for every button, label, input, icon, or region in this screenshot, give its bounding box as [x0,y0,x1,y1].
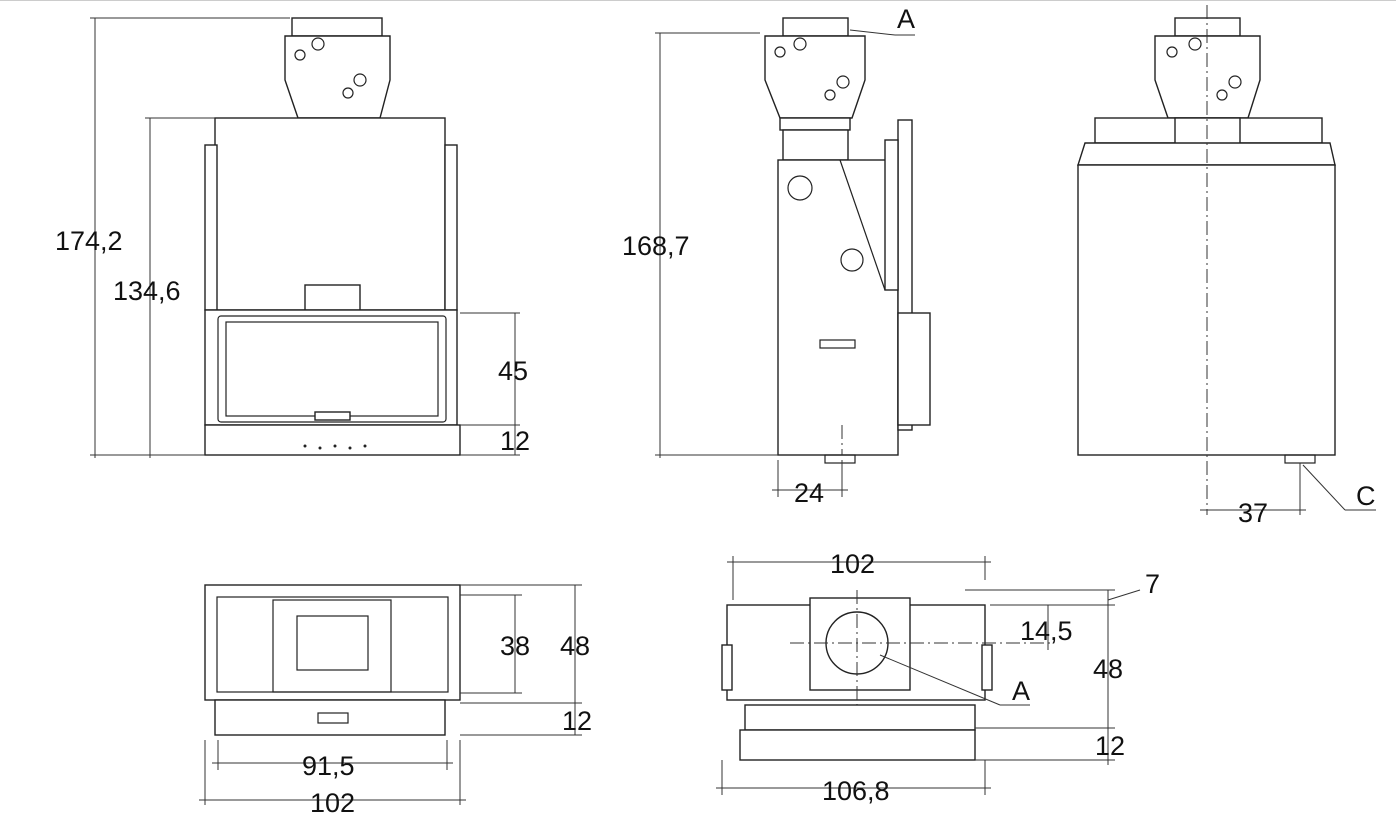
label-connection-c: C [1356,481,1376,511]
dim-front-depth-right: 12 [1095,731,1125,761]
dim-front-depth: 12 [562,706,592,736]
dim-base-height: 12 [500,426,530,456]
top-view-right: 102 7 14,5 48 12 A 106,8 [716,549,1160,806]
front-view: 174,2 134,6 45 12 [55,17,530,458]
dim-depth-total-right: 48 [1093,654,1123,684]
dim-side-height: 168,7 [622,231,690,261]
dim-depth-inner: 38 [500,631,530,661]
dim-width-total: 102 [310,788,355,818]
label-flue-a: A [897,4,915,34]
dim-width-total-right: 106,8 [822,776,890,806]
dim-depth-total: 48 [560,631,590,661]
dim-side-offset: 24 [794,478,824,508]
dim-flue-offset: 14,5 [1020,616,1073,646]
label-flue-a-top: A [1012,676,1030,706]
dim-height-body: 134,6 [113,276,181,306]
dim-width-body: 102 [830,549,875,579]
dim-height-total: 174,2 [55,226,123,256]
dim-setback: 7 [1145,569,1160,599]
side-view: 168,7 A 24 [622,4,931,508]
dim-rear-offset: 37 [1238,498,1268,528]
dim-door-height: 45 [498,356,528,386]
rear-view: 37 C [1077,5,1376,528]
top-view-left: 38 48 12 91,5 102 [199,584,592,818]
dim-width-inner: 91,5 [302,751,355,781]
